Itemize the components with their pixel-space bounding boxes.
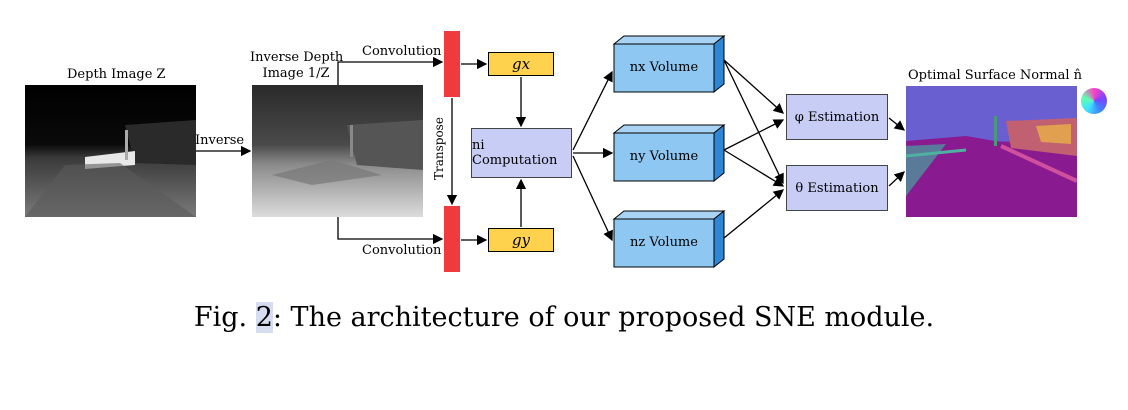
inverse-arrow-label: Inverse [195,133,245,148]
gx-box: gx [488,52,554,76]
ny-volume-label: ny Volume [629,149,699,164]
convolution-top-label: Convolution [362,44,442,59]
ni-computation-box: ni Computation [471,128,572,178]
gy-box: gy [488,228,554,252]
inverse-depth-image [252,85,423,217]
depth-image-label: Depth Image Z [67,67,166,82]
phi-estimation-box: φ Estimation [786,94,888,140]
conv-bar-bottom [444,206,460,272]
normal-sphere-icon [1081,88,1107,114]
output-label: Optimal Surface Normal n̂ [908,68,1083,83]
figure-caption: Fig. 2: The architecture of our proposed… [193,302,935,333]
figure-number: 2 [255,302,273,333]
nx-volume-label: nx Volume [629,60,699,75]
theta-estimation-box: θ Estimation [786,165,888,211]
nx-volume-shape [612,34,726,94]
ny-volume-shape [612,123,726,183]
arrows [196,56,906,246]
convolution-bottom-label: Convolution [362,243,442,258]
inverse-depth-label: Inverse Depth Image 1/Z [250,50,344,81]
nz-volume-label: nz Volume [630,235,698,250]
depth-image [25,85,196,217]
surface-normal-image [906,86,1077,217]
conv-bar-top [444,31,460,97]
nz-volume-shape [612,209,726,269]
